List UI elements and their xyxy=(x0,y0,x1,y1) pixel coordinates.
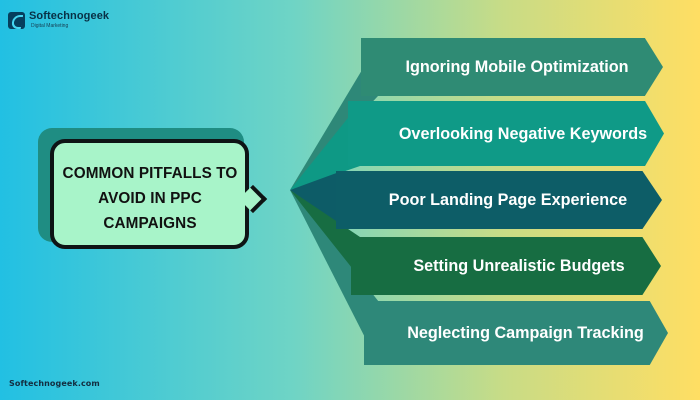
pitfall-label: Neglecting Campaign Tracking xyxy=(407,324,644,342)
pitfall-label: Ignoring Mobile Optimization xyxy=(405,58,629,76)
brand-logo-icon xyxy=(8,12,25,29)
brand-logo: Softechnogeek Digital Marketing xyxy=(8,10,110,32)
connector-negative-keywords xyxy=(290,103,360,190)
brand-name: Softechnogeek xyxy=(29,10,110,22)
connector-tracking xyxy=(290,190,379,365)
connector-landing-page xyxy=(290,171,342,229)
pitfall-label: Poor Landing Page Experience xyxy=(388,191,628,209)
center-title: COMMON PITFALLS TO AVOID IN PPC CAMPAIGN… xyxy=(62,165,238,232)
brand-subtitle: Digital Marketing xyxy=(31,23,69,29)
pitfall-setting-unrealistic-budgets: Setting Unrealistic Budgets xyxy=(351,237,661,295)
pitfall-overlooking-negative-keywords: Overlooking Negative Keywords xyxy=(348,101,664,166)
center-callout: COMMON PITFALLS TO AVOID IN PPC CAMPAIGN… xyxy=(50,139,249,249)
pitfall-ignoring-mobile-optimization: Ignoring Mobile Optimization xyxy=(361,38,663,96)
pitfall-label: Setting Unrealistic Budgets xyxy=(413,257,625,275)
pitfall-neglecting-campaign-tracking: Neglecting Campaign Tracking xyxy=(364,301,668,365)
connector-ignoring-mobile xyxy=(290,40,380,190)
pitfall-label: Overlooking Negative Keywords xyxy=(398,124,648,143)
website-footer: Softechnogeek.com xyxy=(9,379,100,388)
pitfall-poor-landing-page-experience: Poor Landing Page Experience xyxy=(336,171,662,229)
